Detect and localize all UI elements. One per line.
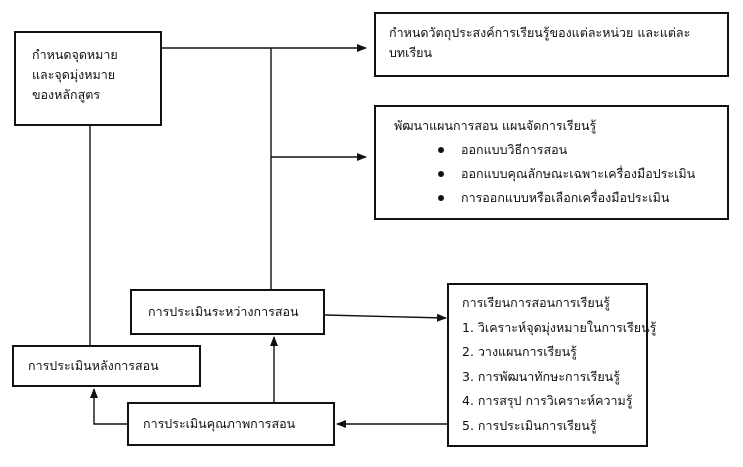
connector-formative-to-learning (324, 313, 447, 322)
teaching-learning-box: การเรียนการสอนการเรียนรู้ 1. วิเคราะห์จุ… (447, 283, 657, 447)
plan-item-label: การออกแบบหรือเลือกเครื่องมือประเมิน (461, 190, 670, 205)
plan-item-label: ออกแบบคุณลักษณะเฉพาะเครื่องมือประเมิน (461, 166, 696, 181)
goal-line-2: และจุดมุ่งหมาย (32, 67, 116, 82)
learning-title: การเรียนการสอนการเรียนรู้ (462, 295, 611, 310)
formative-label: การประเมินระหว่างการสอน (148, 304, 299, 319)
goal-line-1: กำหนดจุดหมาย (32, 47, 118, 62)
curriculum-goal-box: กำหนดจุดหมาย และจุดมุ่งหมาย ของหลักสูตร (14, 31, 162, 126)
learning-objectives-box: กำหนดวัตถุประสงค์การเรียนรู้ของแต่ละหน่ว… (374, 12, 729, 77)
connector-quality-to-summative (90, 388, 127, 425)
goal-line-3: ของหลักสูตร (32, 87, 101, 102)
formative-assessment-box: การประเมินระหว่างการสอน (130, 289, 325, 335)
learning-step: 4. การสรุป การวิเคราะห์ความรู้ (462, 393, 633, 408)
plan-item-label: ออกแบบวิธีการสอน (461, 142, 568, 157)
quality-label: การประเมินคุณภาพการสอน (143, 416, 296, 431)
summative-assessment-box: การประเมินหลังการสอน (12, 345, 201, 387)
lesson-plan-box: พัฒนาแผนการสอน แผนจัดการเรียนรู้ ออกแบบว… (374, 105, 729, 220)
plan-item: ออกแบบวิธีการสอน (394, 138, 715, 162)
objectives-line-1: กำหนดวัตถุประสงค์การเรียนรู้ของแต่ละหน่ว… (389, 25, 691, 40)
bullet-icon (438, 147, 444, 153)
plan-list: ออกแบบวิธีการสอน ออกแบบคุณลักษณะเฉพาะเคร… (394, 138, 715, 210)
objectives-line-2: บทเรียน (389, 45, 433, 60)
plan-item: การออกแบบหรือเลือกเครื่องมือประเมิน (394, 186, 715, 210)
teaching-quality-assessment-box: การประเมินคุณภาพการสอน (127, 402, 335, 446)
bullet-icon (438, 195, 444, 201)
plan-title: พัฒนาแผนการสอน แผนจัดการเรียนรู้ (394, 118, 597, 133)
learning-step: 1. วิเคราะห์จุดมุ่งหมายในการเรียนรู้ (462, 319, 657, 335)
plan-item: ออกแบบคุณลักษณะเฉพาะเครื่องมือประเมิน (394, 162, 715, 186)
learning-step: 3. การพัฒนาทักษะการเรียนรู้ (462, 368, 620, 384)
summative-label: การประเมินหลังการสอน (28, 358, 159, 373)
bullet-icon (438, 171, 444, 177)
learning-step: 2. วางแผนการเรียนรู้ (462, 344, 577, 359)
learning-step: 5. การประเมินการเรียนรู้ (462, 417, 597, 433)
